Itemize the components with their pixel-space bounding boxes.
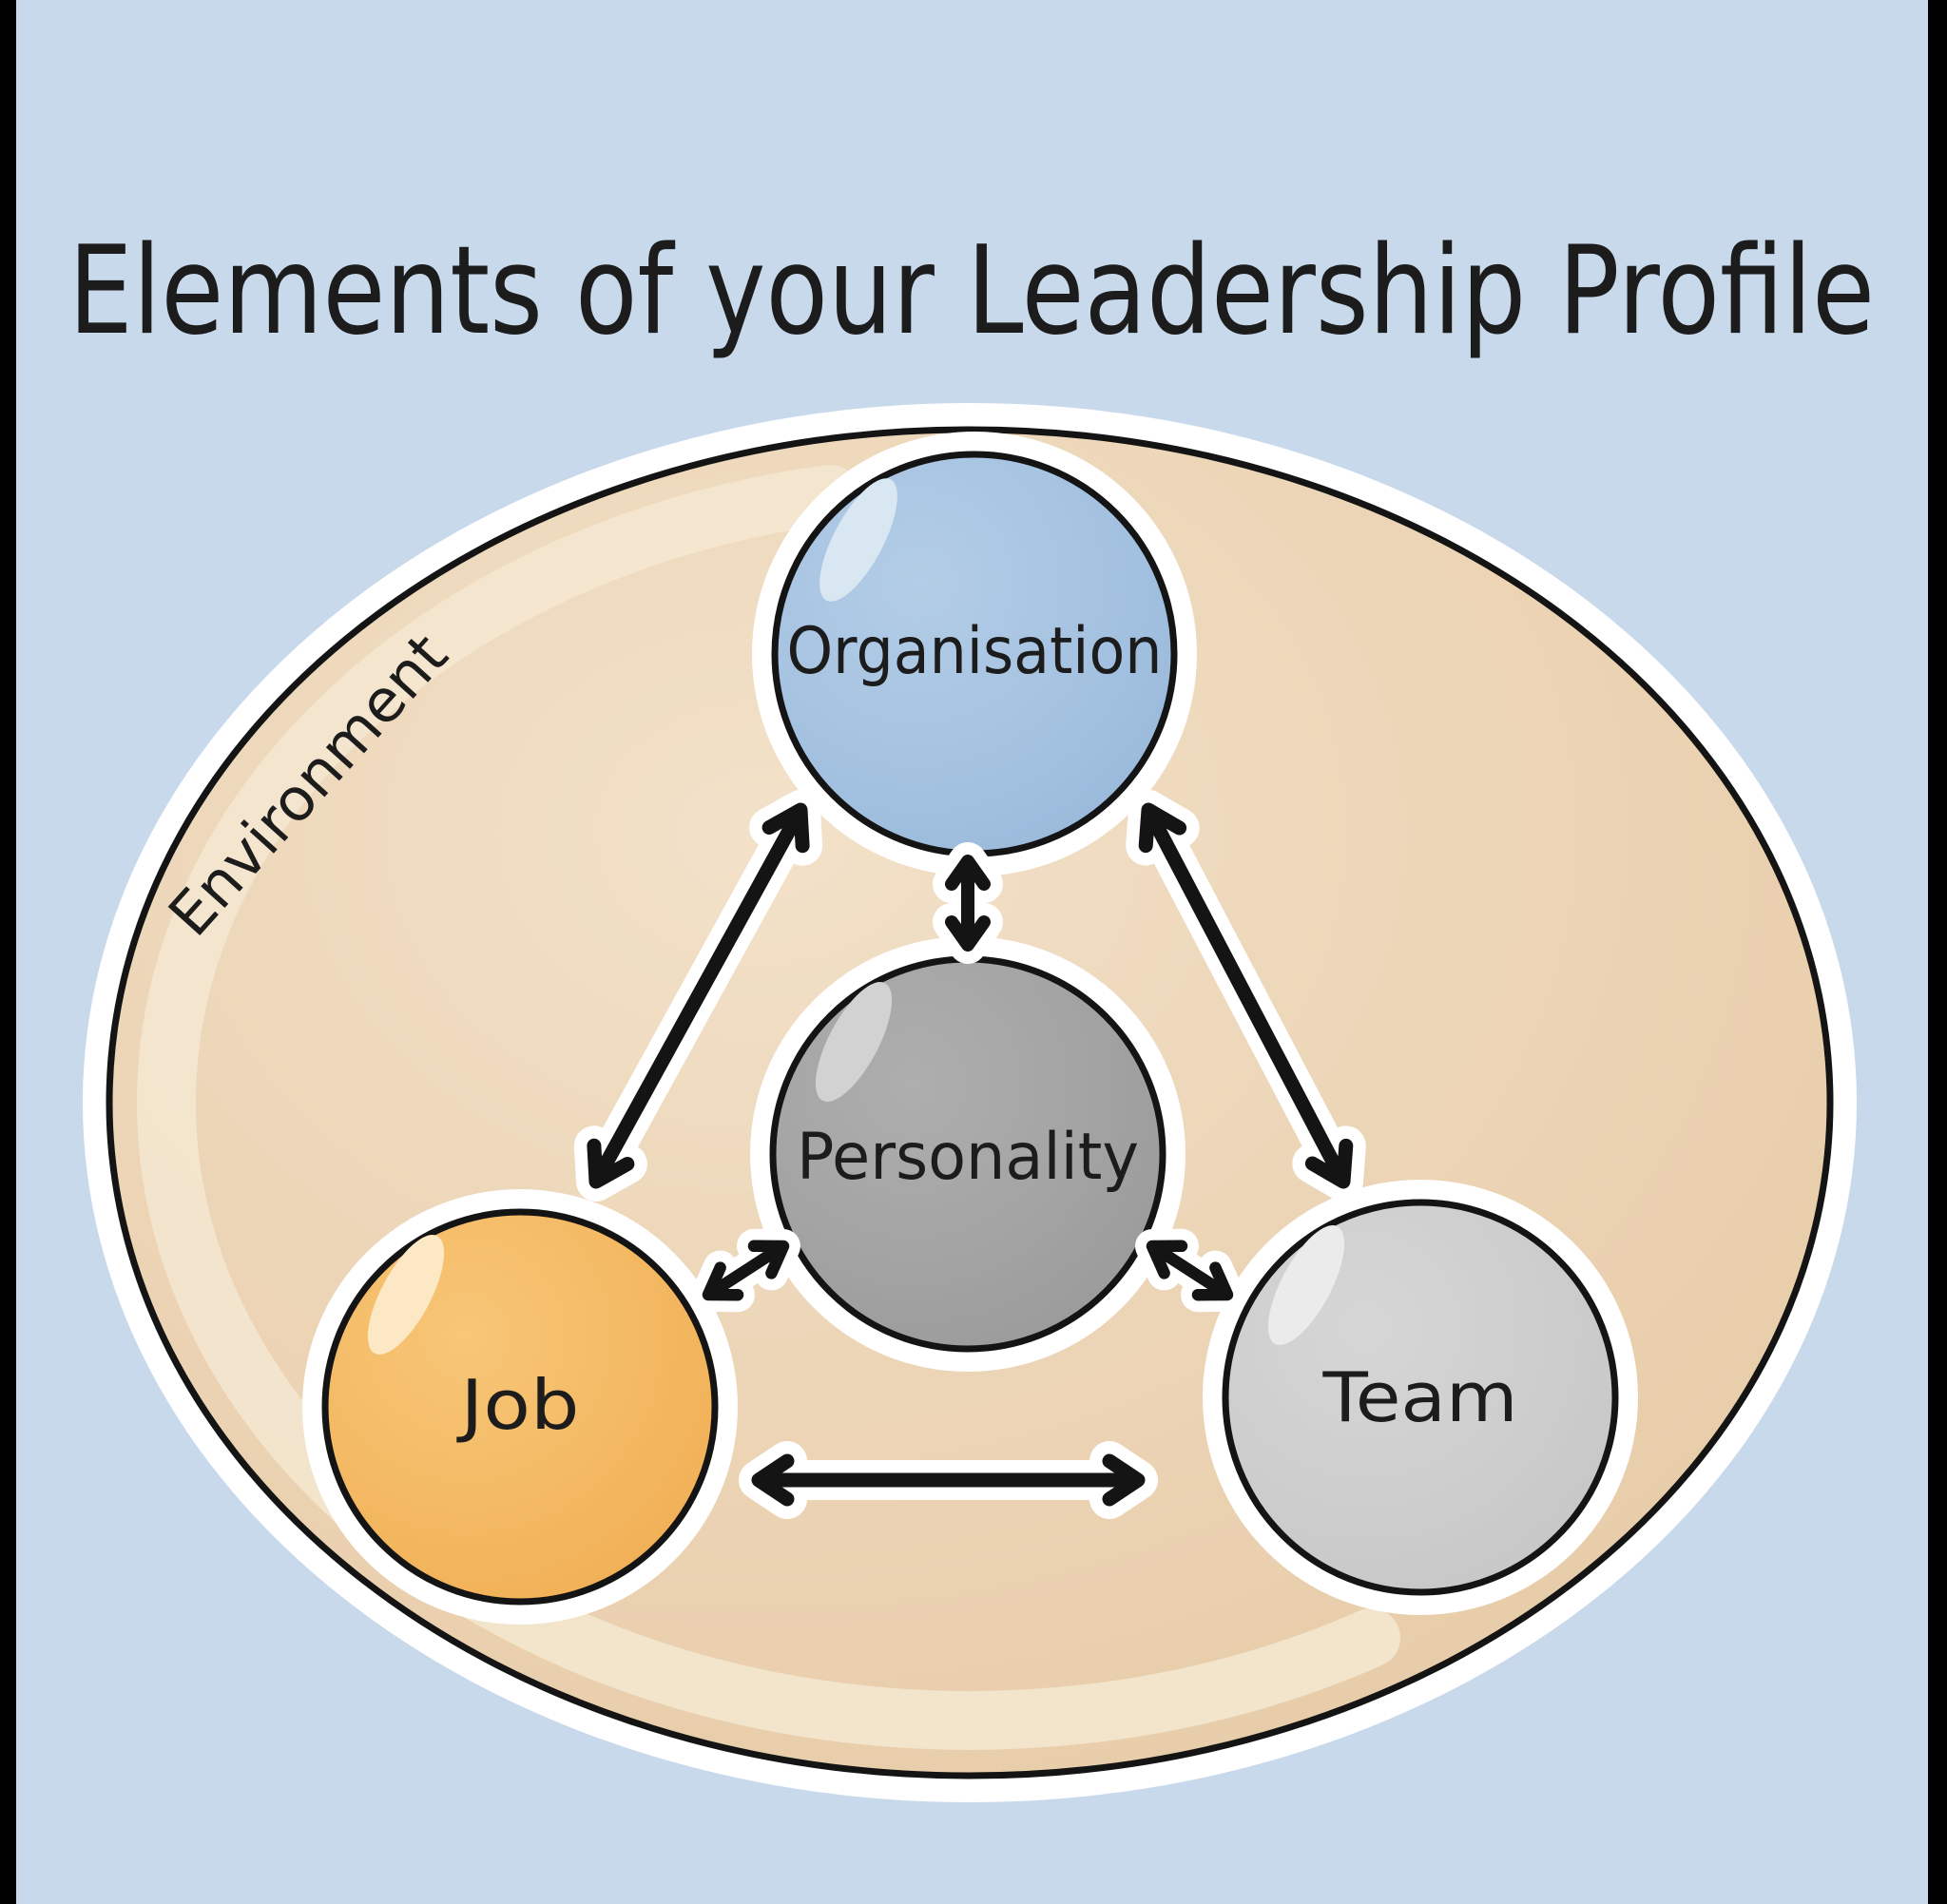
- arrow-organisation-personality: [933, 842, 1003, 964]
- organisation-gloss-highlight: [819, 478, 897, 602]
- team-label: Team: [1321, 1357, 1517, 1437]
- node-team: [1203, 1180, 1638, 1615]
- job-gloss-highlight: [367, 1234, 445, 1356]
- personality-label: Personality: [797, 1120, 1139, 1195]
- node-personality: [750, 936, 1186, 1372]
- team-gloss-highlight: [1267, 1224, 1345, 1346]
- job-label: Job: [456, 1365, 580, 1445]
- arrow-organisation-team: [1126, 790, 1366, 1202]
- node-job: [302, 1189, 738, 1625]
- arrow-organisation-job: [573, 790, 823, 1202]
- left-letterbox-bar: [0, 0, 16, 1904]
- arrow-job-team: [739, 1441, 1158, 1519]
- node-organisation: [752, 432, 1197, 876]
- right-letterbox-bar: [1928, 0, 1947, 1904]
- arrow-personality-team: [1135, 1228, 1244, 1313]
- page-title: Elements of your Leadership Profile: [68, 221, 1875, 362]
- arrow-personality-job: [691, 1228, 800, 1313]
- organisation-label: Organisation: [787, 614, 1163, 689]
- personality-gloss-highlight: [815, 981, 893, 1103]
- environment-rim-highlight: [136, 465, 1400, 1750]
